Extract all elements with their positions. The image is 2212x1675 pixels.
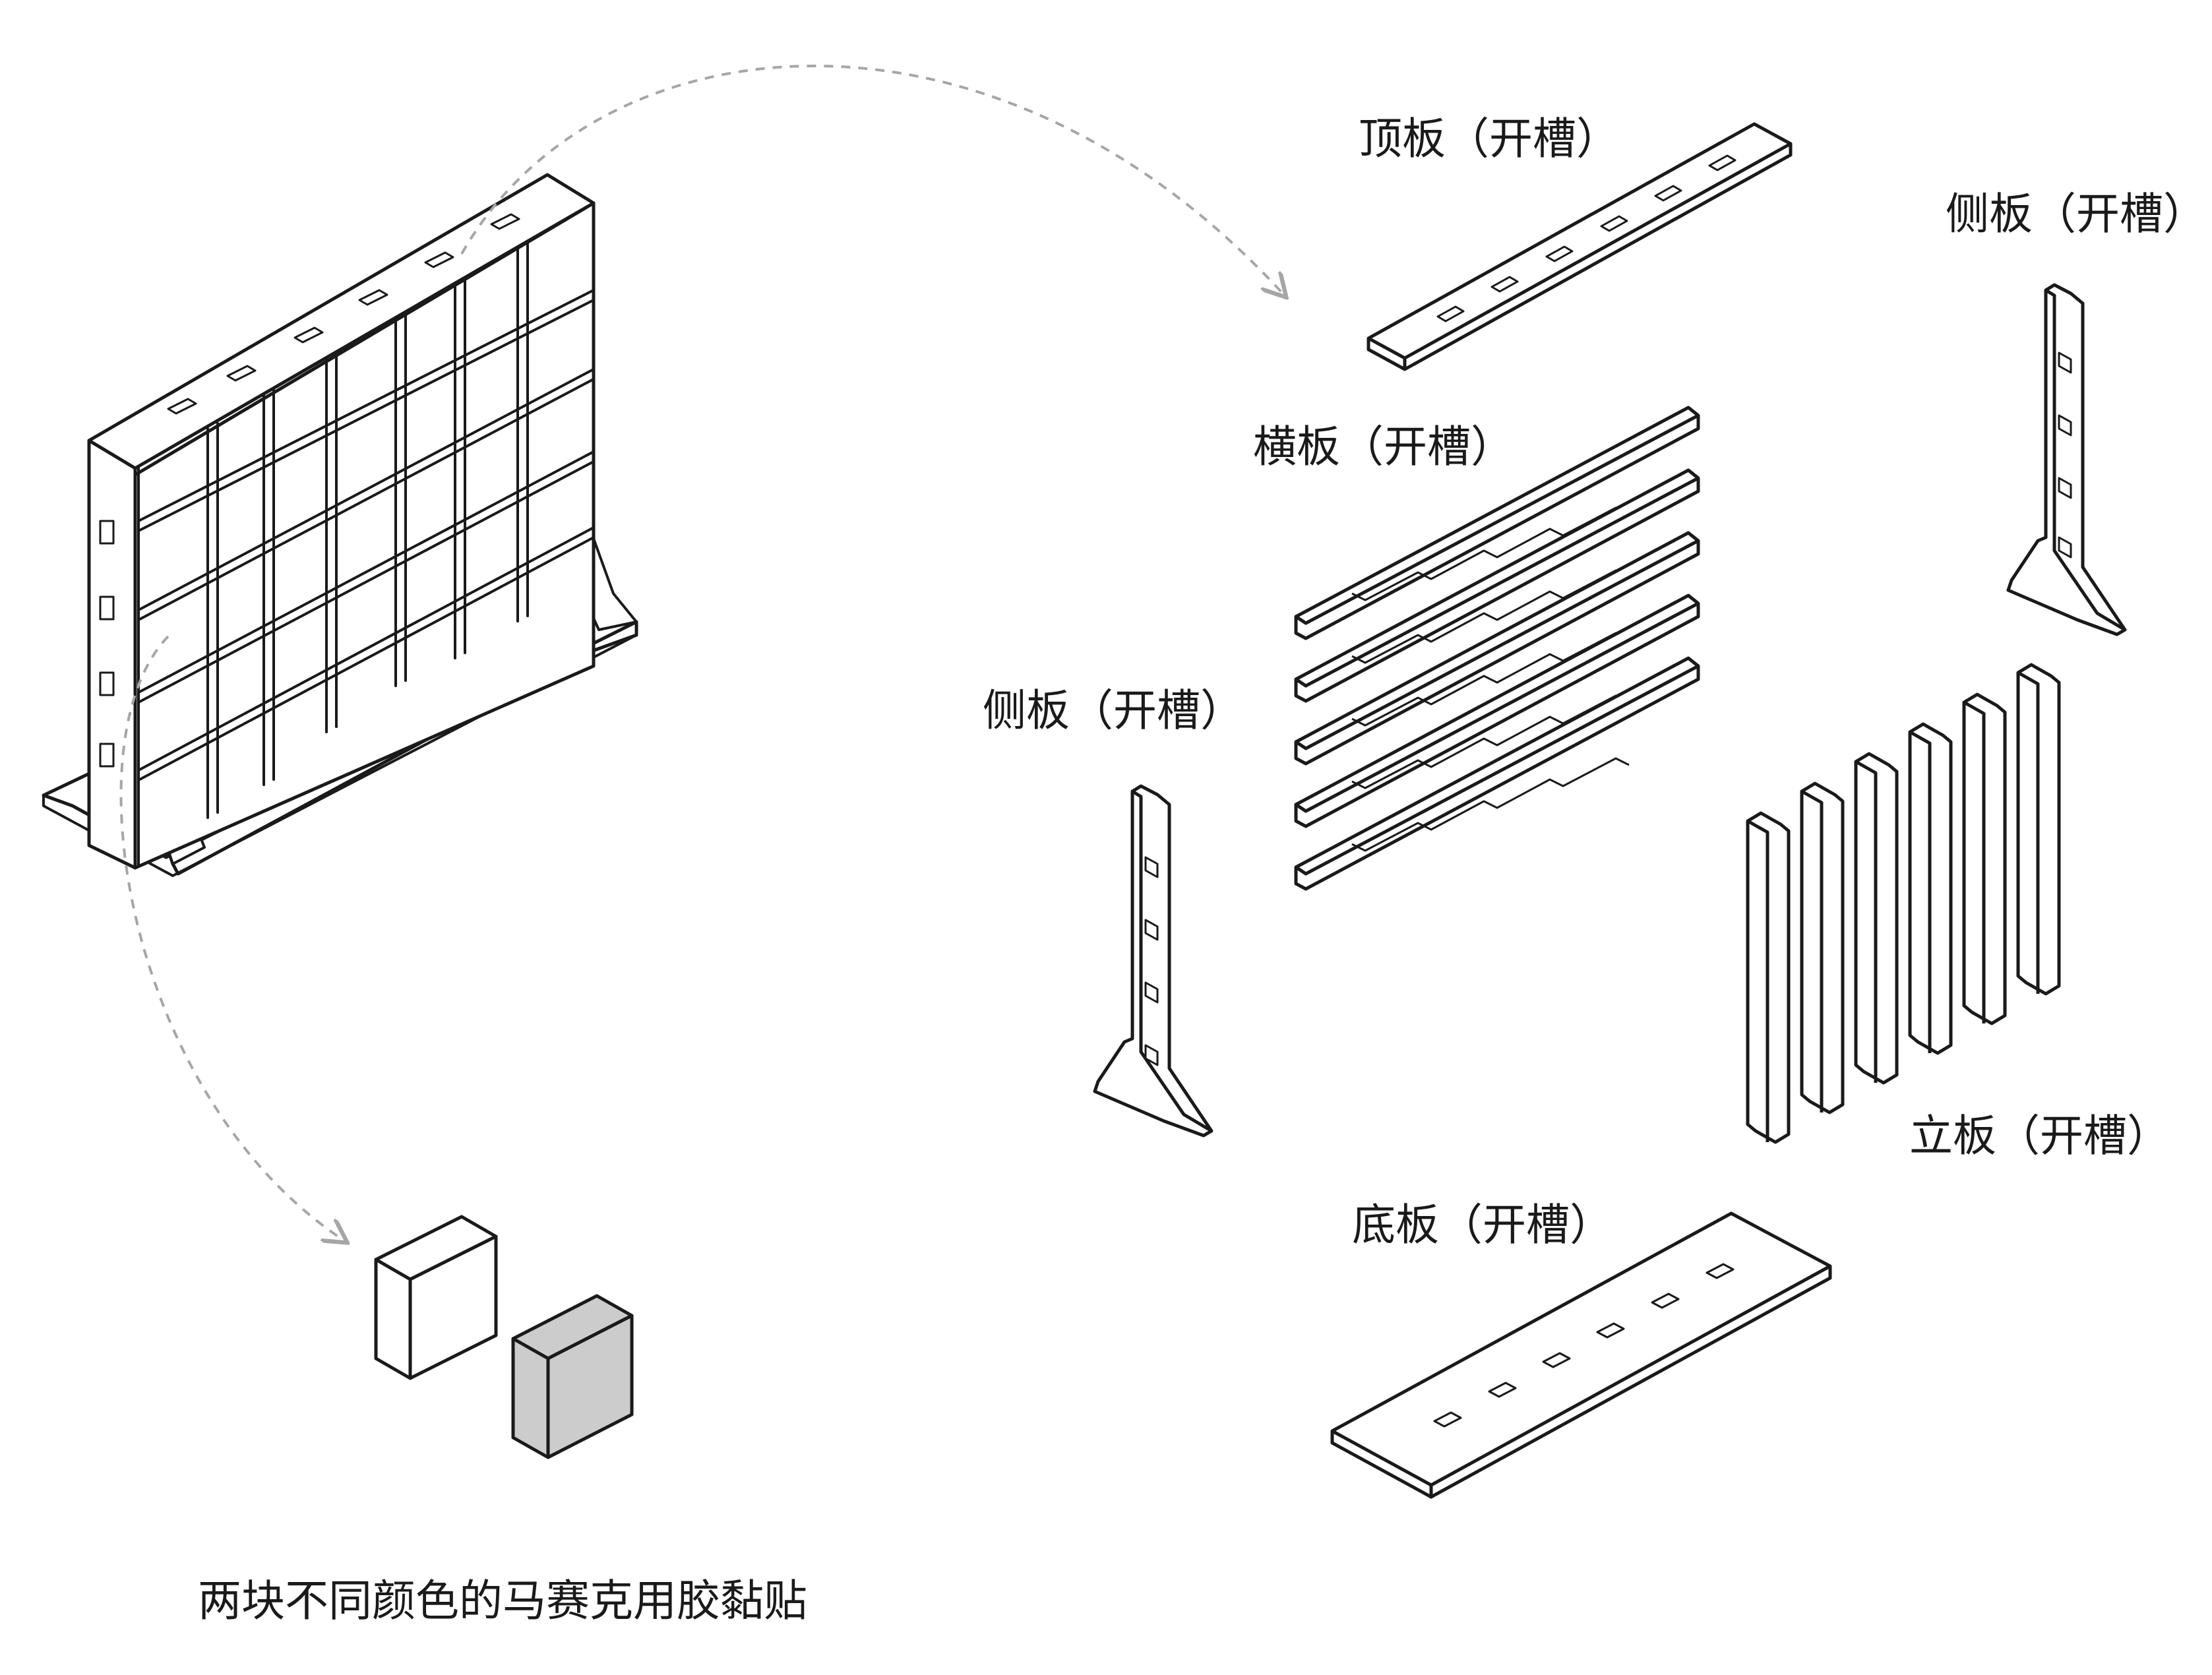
arrow-to-parts: [460, 65, 1283, 293]
bottom-board-part: [1330, 1211, 1832, 1499]
mosaic-block-white: [374, 1215, 498, 1380]
vertical-board-3: [1854, 752, 1899, 1085]
shelf-boards-part: [1294, 406, 1700, 891]
vertical-boards-part: [1746, 663, 2061, 1144]
label-top-board: 顶板（开槽）: [1359, 113, 1620, 164]
vertical-board-4: [1908, 722, 1953, 1055]
shelf-horizontal-boards: [137, 289, 595, 781]
mosaic-block-gray: [511, 1294, 634, 1459]
arrow-to-mosaic: [119, 635, 343, 1240]
label-bottom-board: 底板（开槽）: [1352, 1200, 1613, 1250]
label-side-board-left: 侧板（开槽）: [983, 685, 1244, 736]
label-side-board-right: 侧板（开槽）: [1946, 189, 2207, 239]
vertical-board-5: [1962, 692, 2007, 1025]
shelf-left-post: [87, 439, 137, 870]
shelf-top-board: [87, 173, 596, 470]
shelf-board-3: [1294, 531, 1700, 766]
shelf-board-1: [1294, 406, 1700, 640]
side-board-right-part: [2006, 283, 2127, 636]
label-vertical-boards: 立板（开槽）: [1909, 1111, 2170, 1161]
mosaic-caption: 两块不同颜色的马赛克用胶黏贴: [198, 1575, 807, 1626]
assembled-shelf: [42, 173, 638, 877]
side-board-left-part: [1093, 784, 1214, 1138]
shelf-vertical-dividers: [137, 243, 529, 867]
shelf-board-2: [1294, 468, 1700, 703]
vertical-board-2: [1800, 781, 1845, 1114]
shelf-top-slots: [167, 213, 520, 415]
shelf-side-slots: [99, 520, 115, 768]
vertical-board-6: [2016, 663, 2061, 996]
top-board-part: [1367, 122, 1793, 371]
vertical-board-1: [1746, 811, 1791, 1144]
label-shelf-boards: 横板（开槽）: [1253, 421, 1514, 472]
shelf-board-5: [1294, 656, 1700, 891]
shelf-board-4: [1294, 594, 1700, 828]
